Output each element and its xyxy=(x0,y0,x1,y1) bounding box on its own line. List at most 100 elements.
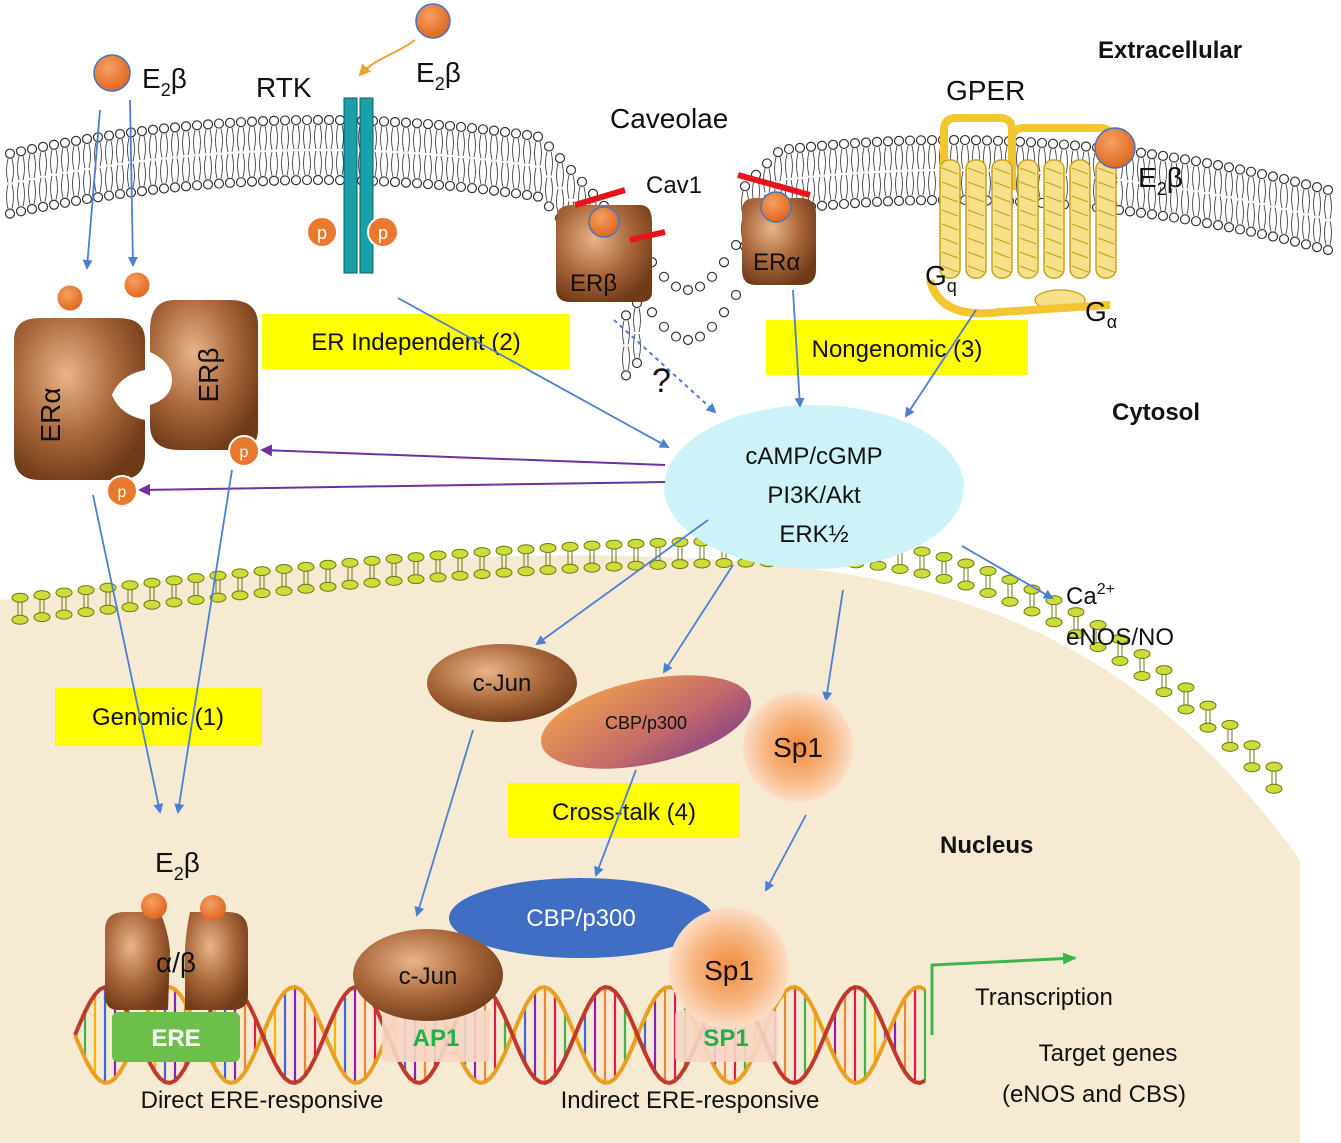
sp1-bound xyxy=(669,908,789,1028)
sp1-factor xyxy=(743,692,853,802)
hub-to-cbp-arrow xyxy=(662,564,734,674)
estradiol-ligand-icon xyxy=(141,893,167,919)
caveolin-icon xyxy=(574,187,626,208)
calcium-label: Ca2+ xyxy=(1066,581,1115,610)
svg-text:p: p xyxy=(317,223,327,243)
svg-text:CBP/p300: CBP/p300 xyxy=(605,713,687,733)
estradiol-ligand-icon xyxy=(56,284,84,312)
nucleus-label: Nucleus xyxy=(940,832,1033,859)
signal-camp: cAMP/cGMP xyxy=(745,443,882,470)
cbp-to-dna-arrow xyxy=(594,769,637,877)
svg-text:ERα: ERα xyxy=(753,249,800,276)
rtk-label: RTK xyxy=(256,72,312,103)
target-genes-label: Target genes xyxy=(1039,1040,1178,1067)
enos-no-label: eNOS/NO xyxy=(1066,624,1174,651)
estradiol-ligand-icon xyxy=(760,191,792,223)
phosphorylation-arrow xyxy=(138,481,666,496)
cross-talk-box xyxy=(508,783,740,838)
erbeta-to-hub-arrow xyxy=(613,319,717,414)
hub-to-cjun-arrow xyxy=(535,519,709,646)
ligand-entry-arrow xyxy=(82,109,101,270)
cytosol-label: Cytosol xyxy=(1112,399,1200,426)
unknown-pathway-label: ? xyxy=(652,362,671,400)
gper-to-hub-arrow xyxy=(904,309,977,418)
svg-text:p: p xyxy=(118,484,127,501)
ligand-label-left: E2β xyxy=(142,63,187,100)
svg-text:ERβ: ERβ xyxy=(570,270,617,297)
genomic-arrow xyxy=(92,494,164,814)
phospho-icon xyxy=(106,475,138,507)
caveolae-er-alpha: ERα xyxy=(737,172,816,285)
estradiol-ligand-icon xyxy=(93,54,131,92)
cbp-p300-bound xyxy=(449,878,713,958)
phospho-icon xyxy=(367,216,399,248)
svg-text:CBP/p300: CBP/p300 xyxy=(526,905,635,932)
er-independent-box xyxy=(262,314,570,369)
ere-site xyxy=(112,1012,240,1062)
caveolin-icon xyxy=(629,229,666,243)
signal-erk: ERK½ xyxy=(779,521,848,548)
signaling-hub xyxy=(664,405,964,569)
estradiol-ligand-icon xyxy=(123,271,151,299)
nucleus-region xyxy=(0,555,1300,1143)
hub-to-sp1-arrow xyxy=(822,589,844,702)
estradiol-ligand-icon xyxy=(588,206,620,238)
svg-text:p: p xyxy=(240,444,249,461)
ligand-label-rtk: E2β xyxy=(416,57,461,94)
nongenomic-box xyxy=(766,320,1028,375)
svg-text:SP1: SP1 xyxy=(703,1025,748,1052)
genomic-label: Genomic (1) xyxy=(92,704,224,731)
direct-ere-label: Direct ERE-responsive xyxy=(141,1087,384,1114)
svg-text:Sp1: Sp1 xyxy=(704,955,754,986)
cav1-label: Cav1 xyxy=(646,172,702,199)
phosphorylation-arrow xyxy=(260,444,666,466)
estradiol-ligand-icon xyxy=(1094,127,1136,169)
svg-text:ERα: ERα xyxy=(35,387,66,442)
svg-text:ERE: ERE xyxy=(151,1025,200,1052)
svg-text:c-Jun: c-Jun xyxy=(473,670,532,697)
svg-text:AP1: AP1 xyxy=(413,1025,460,1052)
svg-text:ERβ: ERβ xyxy=(193,347,224,402)
transcription-start-arrow xyxy=(930,952,1077,1035)
cjun-bound xyxy=(353,929,503,1021)
er-dimer: ERα ERβ p p xyxy=(14,300,260,507)
caveolae-er-beta: ERβ xyxy=(556,187,666,302)
ap1-site xyxy=(382,1010,490,1062)
cjun-factor xyxy=(427,644,577,722)
er-dimer-bound: α/β xyxy=(105,893,248,1010)
eralpha-to-hub-arrow xyxy=(792,289,805,408)
calcium-output-arrow xyxy=(961,545,1054,600)
caveolin-icon xyxy=(737,172,811,198)
genomic-box xyxy=(55,688,262,746)
gper-receptor-icon xyxy=(926,114,1136,318)
phospho-icon xyxy=(228,435,260,467)
target-genes-detail: (eNOS and CBS) xyxy=(1002,1081,1186,1108)
estradiol-ligand-icon xyxy=(415,3,451,39)
ligand-binding-arrow xyxy=(358,39,416,77)
galpha-label: Gα xyxy=(1085,296,1117,332)
sp1-to-dna-arrow xyxy=(765,814,807,892)
ligand-label-gper: E2β xyxy=(1138,162,1183,199)
phospho-icon xyxy=(306,216,338,248)
estradiol-ligand-icon xyxy=(200,895,226,921)
cjun-to-dna-arrow xyxy=(414,729,474,917)
transcription-label: Transcription xyxy=(975,984,1113,1011)
svg-text:c-Jun: c-Jun xyxy=(399,963,458,990)
cbp-p300-factor xyxy=(540,675,752,769)
ligand-label-nucleus: E2β xyxy=(155,847,200,884)
nongenomic-label: Nongenomic (3) xyxy=(812,336,983,363)
signal-pi3k: PI3K/Akt xyxy=(767,482,861,509)
rtk-receptor-icon: p p xyxy=(306,97,399,274)
ligand-entry-arrow xyxy=(127,99,138,267)
svg-text:Sp1: Sp1 xyxy=(773,732,823,763)
extracellular-label: Extracellular xyxy=(1098,37,1242,64)
caveolae-label: Caveolae xyxy=(610,103,728,134)
rtk-to-hub-arrow xyxy=(397,297,670,448)
svg-text:α/β: α/β xyxy=(156,947,196,978)
indirect-ere-label: Indirect ERE-responsive xyxy=(561,1087,820,1114)
svg-text:p: p xyxy=(378,223,388,243)
genomic-arrow xyxy=(174,469,233,814)
gper-label: GPER xyxy=(946,75,1025,106)
